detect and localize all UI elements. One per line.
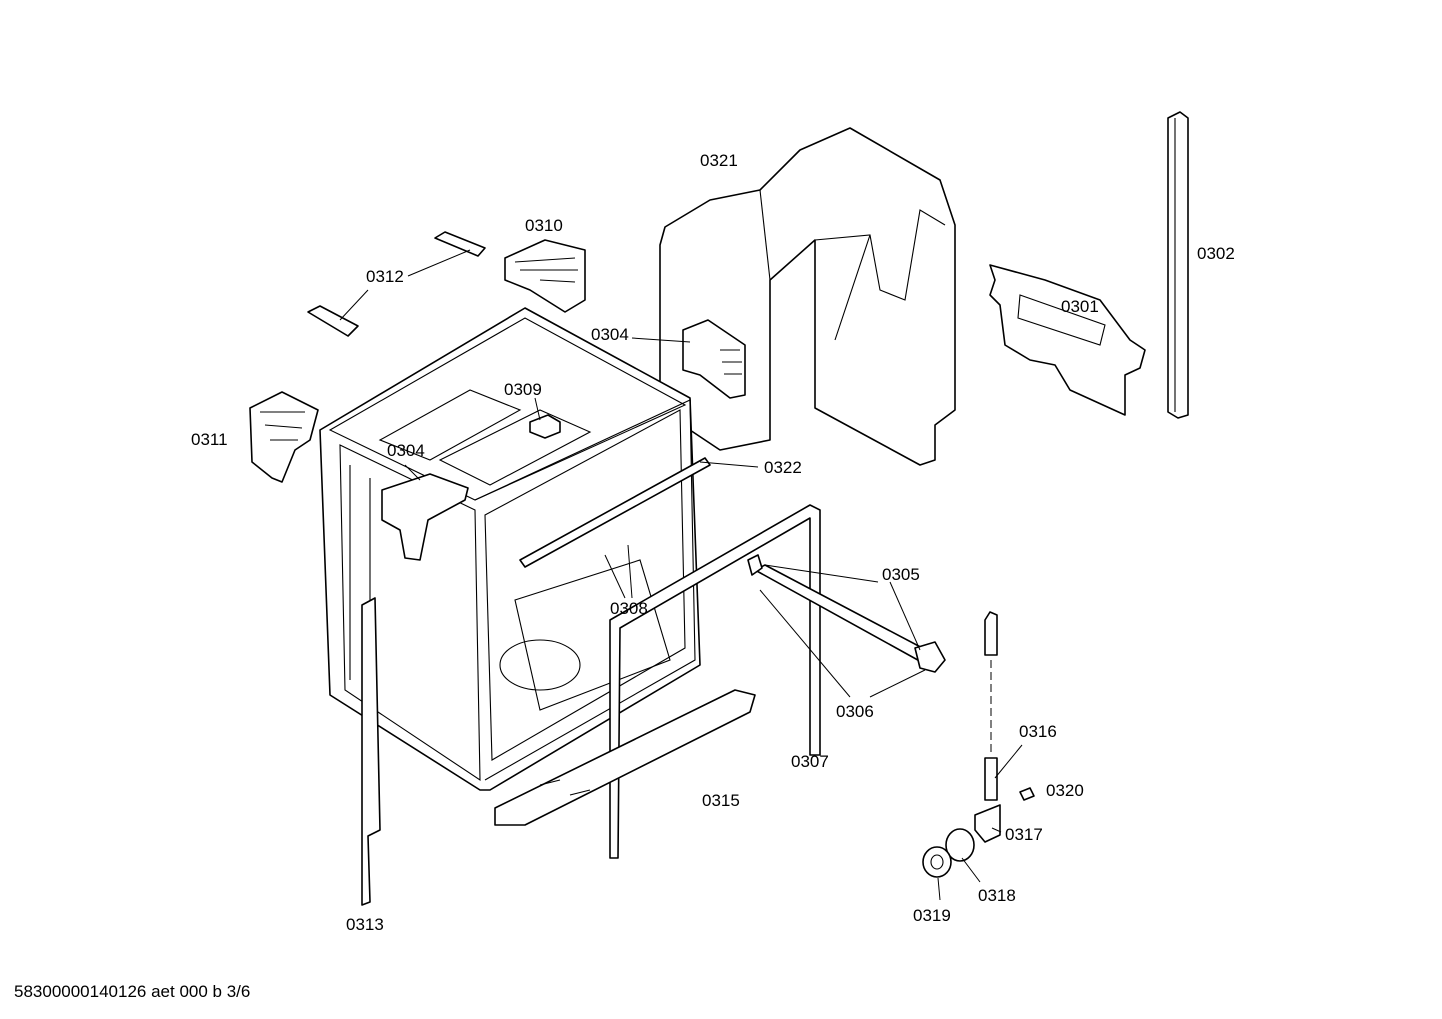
part-0312-clips — [307, 231, 486, 337]
label-0318: 0318 — [978, 886, 1016, 905]
part-0309-clip — [529, 414, 561, 439]
part-0321-hood — [659, 127, 956, 466]
label-0313: 0313 — [346, 915, 384, 934]
label-0310: 0310 — [525, 216, 563, 235]
part-0311-corner — [249, 391, 319, 483]
document-id-footer: 58300000140126 aet 000 b 3/6 — [14, 982, 251, 1001]
part-0313-side-strip — [361, 597, 381, 906]
label-0322: 0322 — [764, 458, 802, 477]
label-0309: 0309 — [504, 380, 542, 399]
part-0316-connector — [922, 611, 1035, 878]
part-0302-rail — [1167, 111, 1189, 419]
label-0317: 0317 — [1005, 825, 1043, 844]
part-0301-bracket — [989, 264, 1146, 416]
part-0305-tube — [747, 554, 946, 673]
label-0302: 0302 — [1197, 244, 1235, 263]
part-0304-upper — [682, 319, 746, 399]
part-0310-clip — [504, 239, 586, 313]
label-0311: 0311 — [191, 430, 228, 449]
part-0304-lower — [381, 473, 469, 561]
label-0319: 0319 — [913, 906, 951, 925]
label-0321: 0321 — [700, 151, 738, 170]
label-0312: 0312 — [366, 267, 404, 286]
label-0304-lower: 0304 — [387, 441, 425, 460]
label-0316: 0316 — [1019, 722, 1057, 741]
label-0307: 0307 — [791, 752, 829, 771]
leader-lines — [339, 249, 1023, 901]
label-0305: 0305 — [882, 565, 920, 584]
label-0308: 0308 — [610, 599, 648, 618]
label-0301: 0301 — [1061, 297, 1099, 316]
part-0322-strip — [519, 457, 711, 568]
label-0306: 0306 — [836, 702, 874, 721]
part-0307-gasket — [609, 504, 821, 859]
label-0320: 0320 — [1046, 781, 1084, 800]
label-0315: 0315 — [702, 791, 740, 810]
label-0304-upper: 0304 — [591, 325, 629, 344]
part-0315-base — [494, 689, 756, 826]
